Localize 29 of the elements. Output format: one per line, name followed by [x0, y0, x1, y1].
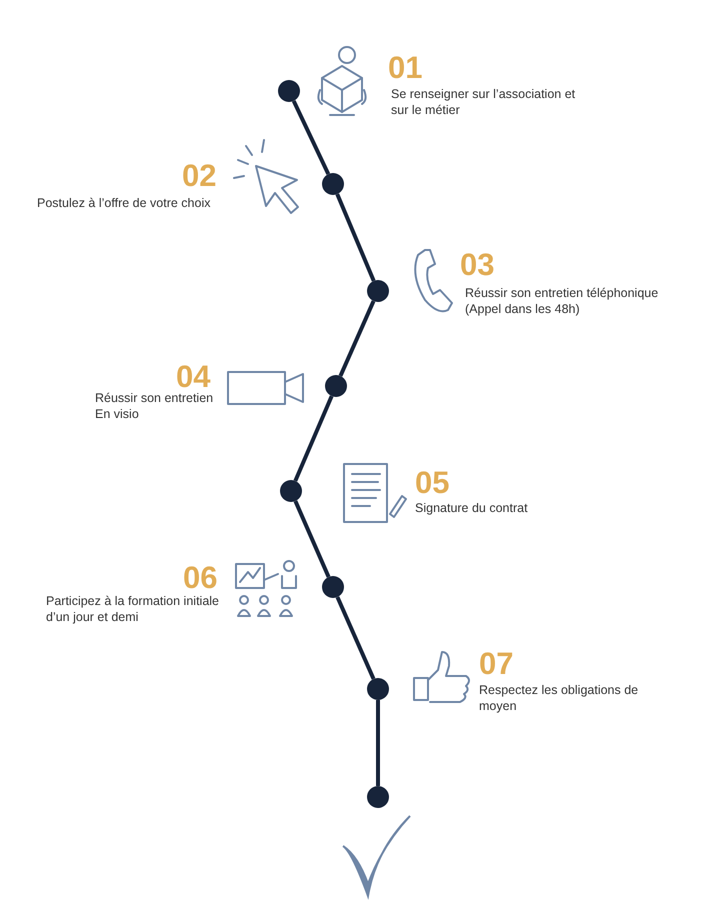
step-description: Respectez les obligations de moyen: [479, 682, 639, 714]
timeline-line: [292, 100, 330, 175]
timeline-dot: [325, 375, 347, 397]
step-number: 07: [479, 648, 514, 679]
timeline-line: [336, 596, 376, 680]
timeline-line: [294, 395, 334, 482]
timeline-dot: [322, 173, 344, 195]
step-number: 04: [176, 361, 210, 392]
step-number: 06: [183, 562, 218, 593]
step-description: Réussir son entretien En visio: [95, 390, 214, 422]
step-description: Se renseigner sur l’association et sur le métier: [391, 86, 576, 118]
step-description: Participez à la formation initiale d’un jour et demi: [46, 593, 220, 625]
step-number: 05: [415, 467, 450, 498]
step-description: Signature du contrat: [415, 500, 529, 516]
timeline-dot: [367, 786, 389, 808]
step-number: 02: [182, 160, 216, 191]
timeline-dot: [278, 80, 300, 102]
step-number: 03: [460, 249, 494, 280]
timeline-line: [335, 193, 376, 282]
step-description: Postulez à l’offre de votre choix: [37, 195, 212, 211]
timeline-line: [294, 500, 330, 578]
timeline-dot: [280, 480, 302, 502]
timeline-line: [376, 700, 380, 786]
timeline-dot: [367, 280, 389, 302]
step-description: Réussir son entretien téléphonique (Appel dans les 48h): [465, 285, 660, 317]
timeline-dot: [367, 678, 389, 700]
timeline-dot: [322, 576, 344, 598]
timeline-line: [338, 300, 376, 377]
step-number: 01: [388, 52, 422, 83]
